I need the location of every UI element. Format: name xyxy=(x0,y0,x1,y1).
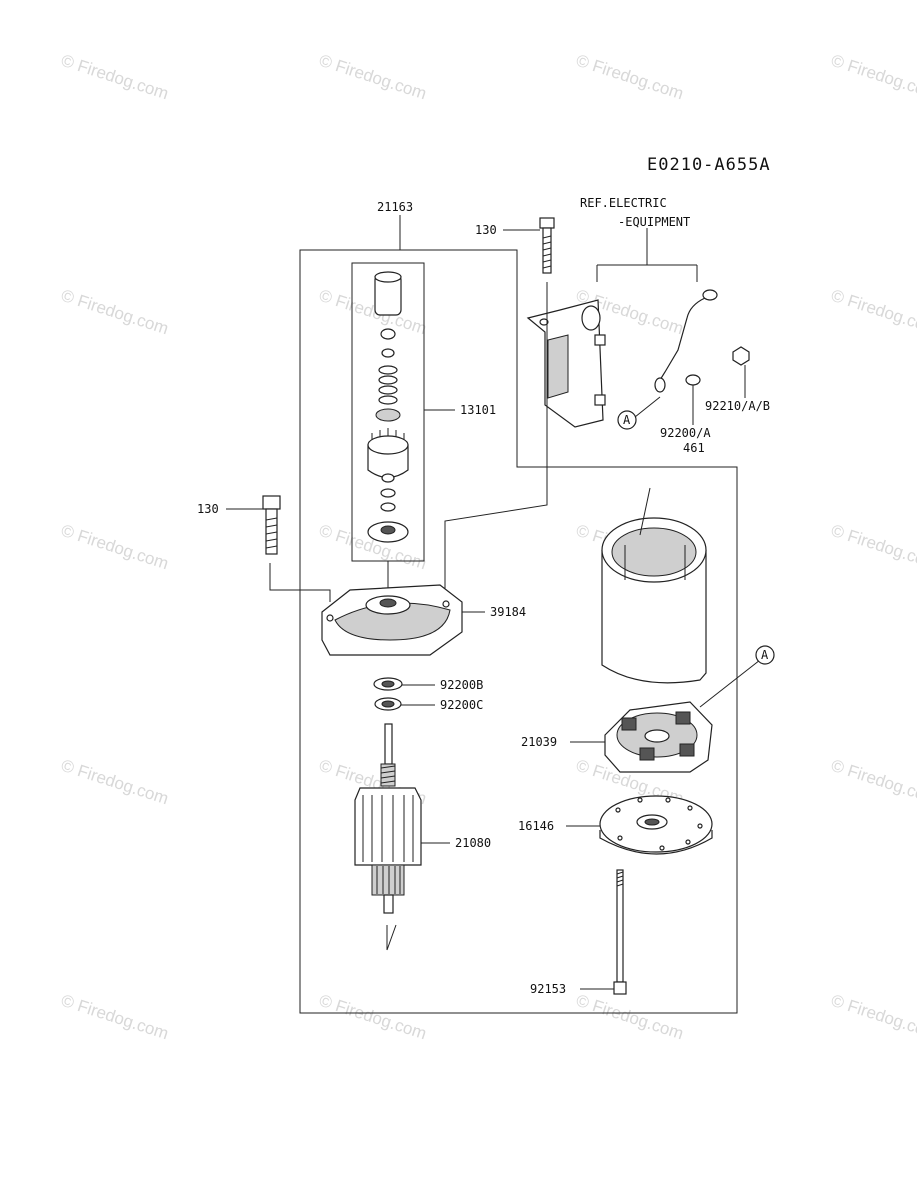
leader-a-top xyxy=(634,396,661,418)
label-13101: 13101 xyxy=(460,403,496,417)
pinion-drive-parts xyxy=(367,271,409,543)
watermark: © Firedog.com xyxy=(317,51,429,104)
label-130-left: 130 xyxy=(197,502,219,516)
label-92210: 92210/A/B xyxy=(705,399,770,413)
watermark-layer: © Firedog.com © Firedog.com © Firedog.co… xyxy=(59,51,917,1044)
label-92200b: 92200B xyxy=(440,678,483,692)
watermark: © Firedog.com xyxy=(829,51,917,104)
diagram-code: E0210-A655A xyxy=(647,155,771,175)
label-21163: 21163 xyxy=(377,200,413,214)
end-cover xyxy=(321,584,463,656)
watermark: © Firedog.com xyxy=(59,521,171,574)
assembly-outline xyxy=(299,249,738,1014)
watermark: © Firedog.com xyxy=(59,286,171,339)
watermark: © Firedog.com xyxy=(829,991,917,1044)
armature-axis xyxy=(386,924,397,951)
leader-a-bottom xyxy=(699,659,761,708)
callout-a-bottom xyxy=(755,645,775,665)
callout-a-top-text: A xyxy=(623,413,631,427)
watermark: © Firedog.com xyxy=(829,286,917,339)
yoke-housing xyxy=(601,487,707,684)
label-92200c: 92200C xyxy=(440,698,483,712)
ref-note-line2: -EQUIPMENT xyxy=(618,215,690,229)
callout-a-top xyxy=(617,410,637,430)
label-39184: 39184 xyxy=(490,605,526,619)
watermark: © Firedog.com xyxy=(317,991,429,1044)
watermark: © Firedog.com xyxy=(574,991,686,1044)
watermark: © Firedog.com xyxy=(574,51,686,104)
ref-note-line1: REF.ELECTRIC xyxy=(580,196,667,210)
bracket xyxy=(526,299,606,428)
watermark: © Firedog.com xyxy=(59,51,171,104)
label-21039: 21039 xyxy=(521,735,557,749)
watermark: © Firedog.com xyxy=(829,521,917,574)
through-bolt xyxy=(613,869,627,995)
bolt-left xyxy=(262,495,281,555)
watermark: © Firedog.com xyxy=(829,756,917,809)
watermark: © Firedog.com xyxy=(317,286,429,339)
brush-holder xyxy=(604,701,713,773)
nut-washer xyxy=(685,346,750,386)
cable-lead xyxy=(654,289,718,393)
watermark: © Firedog.com xyxy=(59,991,171,1044)
bolt-left-path xyxy=(269,563,331,602)
watermark: © Firedog.com xyxy=(59,756,171,809)
bolt-top-path xyxy=(444,282,548,602)
label-92200a: 92200/A xyxy=(660,426,711,440)
armature xyxy=(354,723,422,914)
label-130-top: 130 xyxy=(475,223,497,237)
label-461: 461 xyxy=(683,441,705,455)
label-92153: 92153 xyxy=(530,982,566,996)
callout-a-bottom-text: A xyxy=(761,648,769,662)
rear-plate xyxy=(599,795,713,855)
label-16146: 16146 xyxy=(518,819,554,833)
label-21080: 21080 xyxy=(455,836,491,850)
bolt-top xyxy=(539,217,555,274)
ref-bracket-line xyxy=(596,228,698,282)
